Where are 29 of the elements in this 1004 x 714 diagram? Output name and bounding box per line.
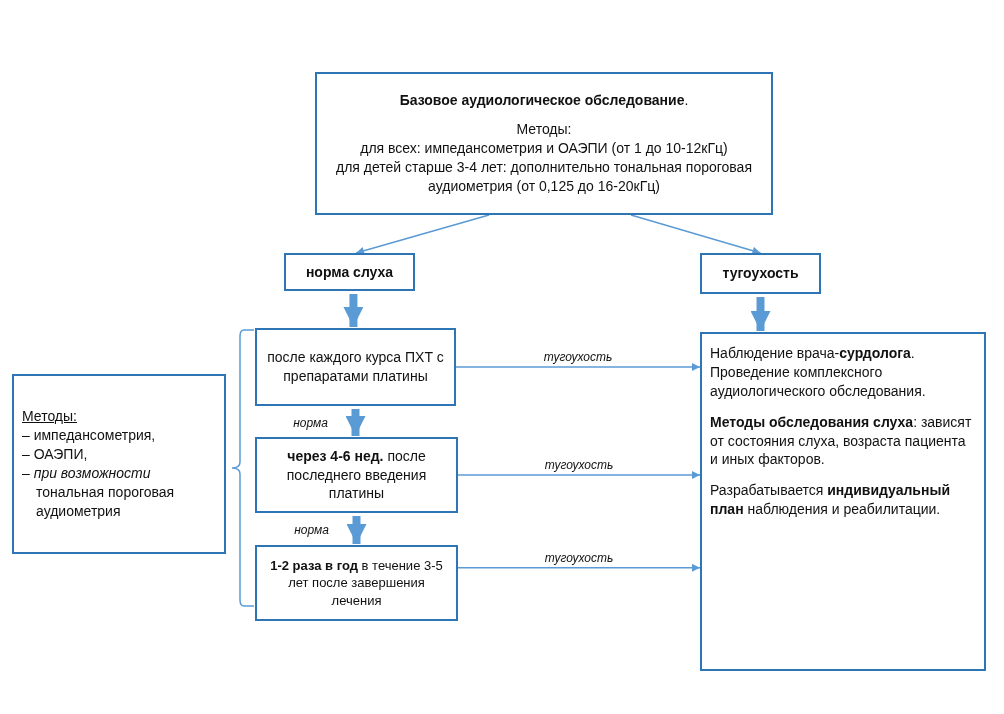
node-text: тугоухость xyxy=(721,264,800,283)
node-text: для детей старше 3-4 лет: дополнительно тональная пороговая аудиометрия (от 0,125 до 16-20кГц) xyxy=(335,157,753,196)
list-item: – при возможности тональная пороговая аудиометрия xyxy=(22,464,176,521)
schedule-box xyxy=(255,328,456,406)
node-text: Методы: xyxy=(515,120,573,140)
methods-box xyxy=(12,374,226,554)
follow-up-box xyxy=(700,332,986,671)
node-text: Методы обследования слуха: зависят от состояния слуха, возраста пациента и иных факторов. xyxy=(710,412,973,470)
schedule-box xyxy=(255,437,458,513)
node-text: через 4-6 нед. после последнего введения платины xyxy=(285,446,428,504)
arrow xyxy=(455,363,701,371)
arrow xyxy=(630,214,762,255)
list-item: – импедансометрия, xyxy=(22,426,157,446)
node-text: норма слуха xyxy=(304,262,395,282)
arrow xyxy=(457,563,701,572)
arrow xyxy=(355,214,490,255)
list-item: – ОАЭПИ, xyxy=(22,445,89,464)
arrow xyxy=(457,471,701,479)
result-box xyxy=(284,253,415,291)
node-text: Наблюдение врача-сурдолога. Проведение комплексного аудиологического обследования. xyxy=(710,344,927,401)
node-text: Разрабатывается индивидуальный план наблюдения и реабилитации. xyxy=(710,481,951,520)
schedule-box xyxy=(255,545,458,621)
node-text: для всех: импедансометрия и ОАЭПИ (от 1 до 10-12кГц) xyxy=(359,139,729,158)
node-text: после каждого курса ПХТ с препаратами платины xyxy=(266,348,445,386)
heading: Базовое аудиологическое обследование. xyxy=(398,91,690,111)
result-box xyxy=(700,253,821,294)
node-text: 1-2 раза в год в течение 3-5 лет после завершения лечения xyxy=(269,556,444,610)
exam-box xyxy=(315,72,773,215)
heading: Методы: xyxy=(22,407,78,427)
